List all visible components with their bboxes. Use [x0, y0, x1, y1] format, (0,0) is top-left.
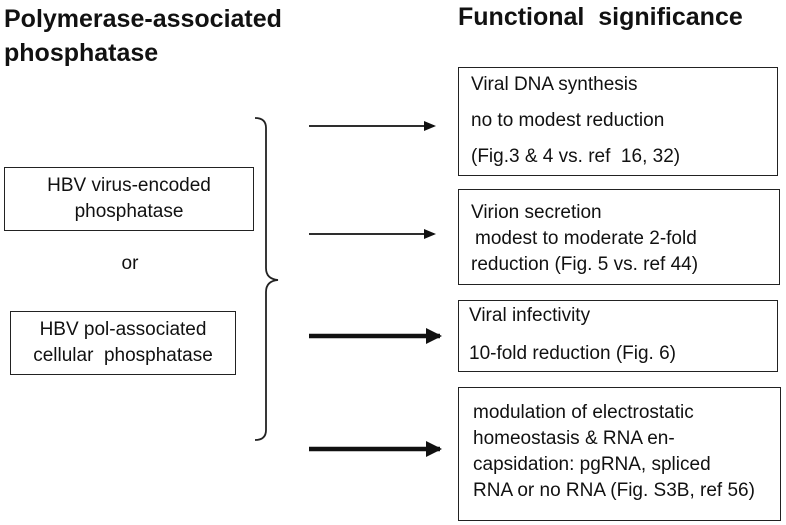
source-box-virus-encoded: HBV virus-encoded phosphatase	[4, 167, 254, 231]
effect-box-line: reduction (Fig. 5 vs. ref 44)	[471, 254, 699, 275]
left-heading-line-1: Polymerase-associated	[4, 5, 282, 33]
or-label: or	[121, 253, 139, 274]
effect-box-virion-secretion: Virion secretion modest to moderate 2-fo…	[458, 189, 780, 285]
effect-box-line: homeostasis & RNA en-	[473, 428, 675, 449]
source-box-pol-associated: HBV pol-associated cellular phosphatase	[10, 311, 236, 375]
effect-box-line: modest to moderate 2-fold	[475, 228, 697, 249]
source-box-line: cellular phosphatase	[33, 345, 213, 366]
effect-box-line: Viral DNA synthesis	[471, 74, 638, 95]
source-box-line: HBV virus-encoded	[47, 175, 211, 196]
effect-box-line: capsidation: pgRNA, spliced	[473, 454, 711, 475]
effect-box-line: modulation of electrostatic	[473, 402, 694, 423]
effect-box-dna-synthesis: Viral DNA synthesis no to modest reducti…	[458, 67, 778, 176]
source-box-line: HBV pol-associated	[39, 319, 207, 340]
left-heading: Polymerase-associated phosphatase	[4, 2, 282, 70]
effect-box-line: Viral infectivity	[469, 305, 591, 326]
effect-box-line: (Fig.3 & 4 vs. ref 16, 32)	[471, 146, 681, 167]
effect-box-infectivity: Viral infectivity 10-fold reduction (Fig…	[458, 300, 778, 372]
grouping-bracket	[254, 117, 279, 441]
effect-box-line: RNA or no RNA (Fig. S3B, ref 56)	[473, 480, 755, 501]
effect-box-line: no to modest reduction	[471, 110, 665, 131]
effect-box-line: 10-fold reduction (Fig. 6)	[469, 343, 676, 364]
left-heading-line-2: phosphatase	[4, 39, 159, 67]
effect-box-electrostatic: modulation of electrostatic homeostasis …	[458, 387, 781, 521]
effect-box-line: Virion secretion	[471, 202, 602, 223]
right-heading: Functional significance	[458, 3, 743, 31]
source-box-line: phosphatase	[74, 201, 184, 222]
